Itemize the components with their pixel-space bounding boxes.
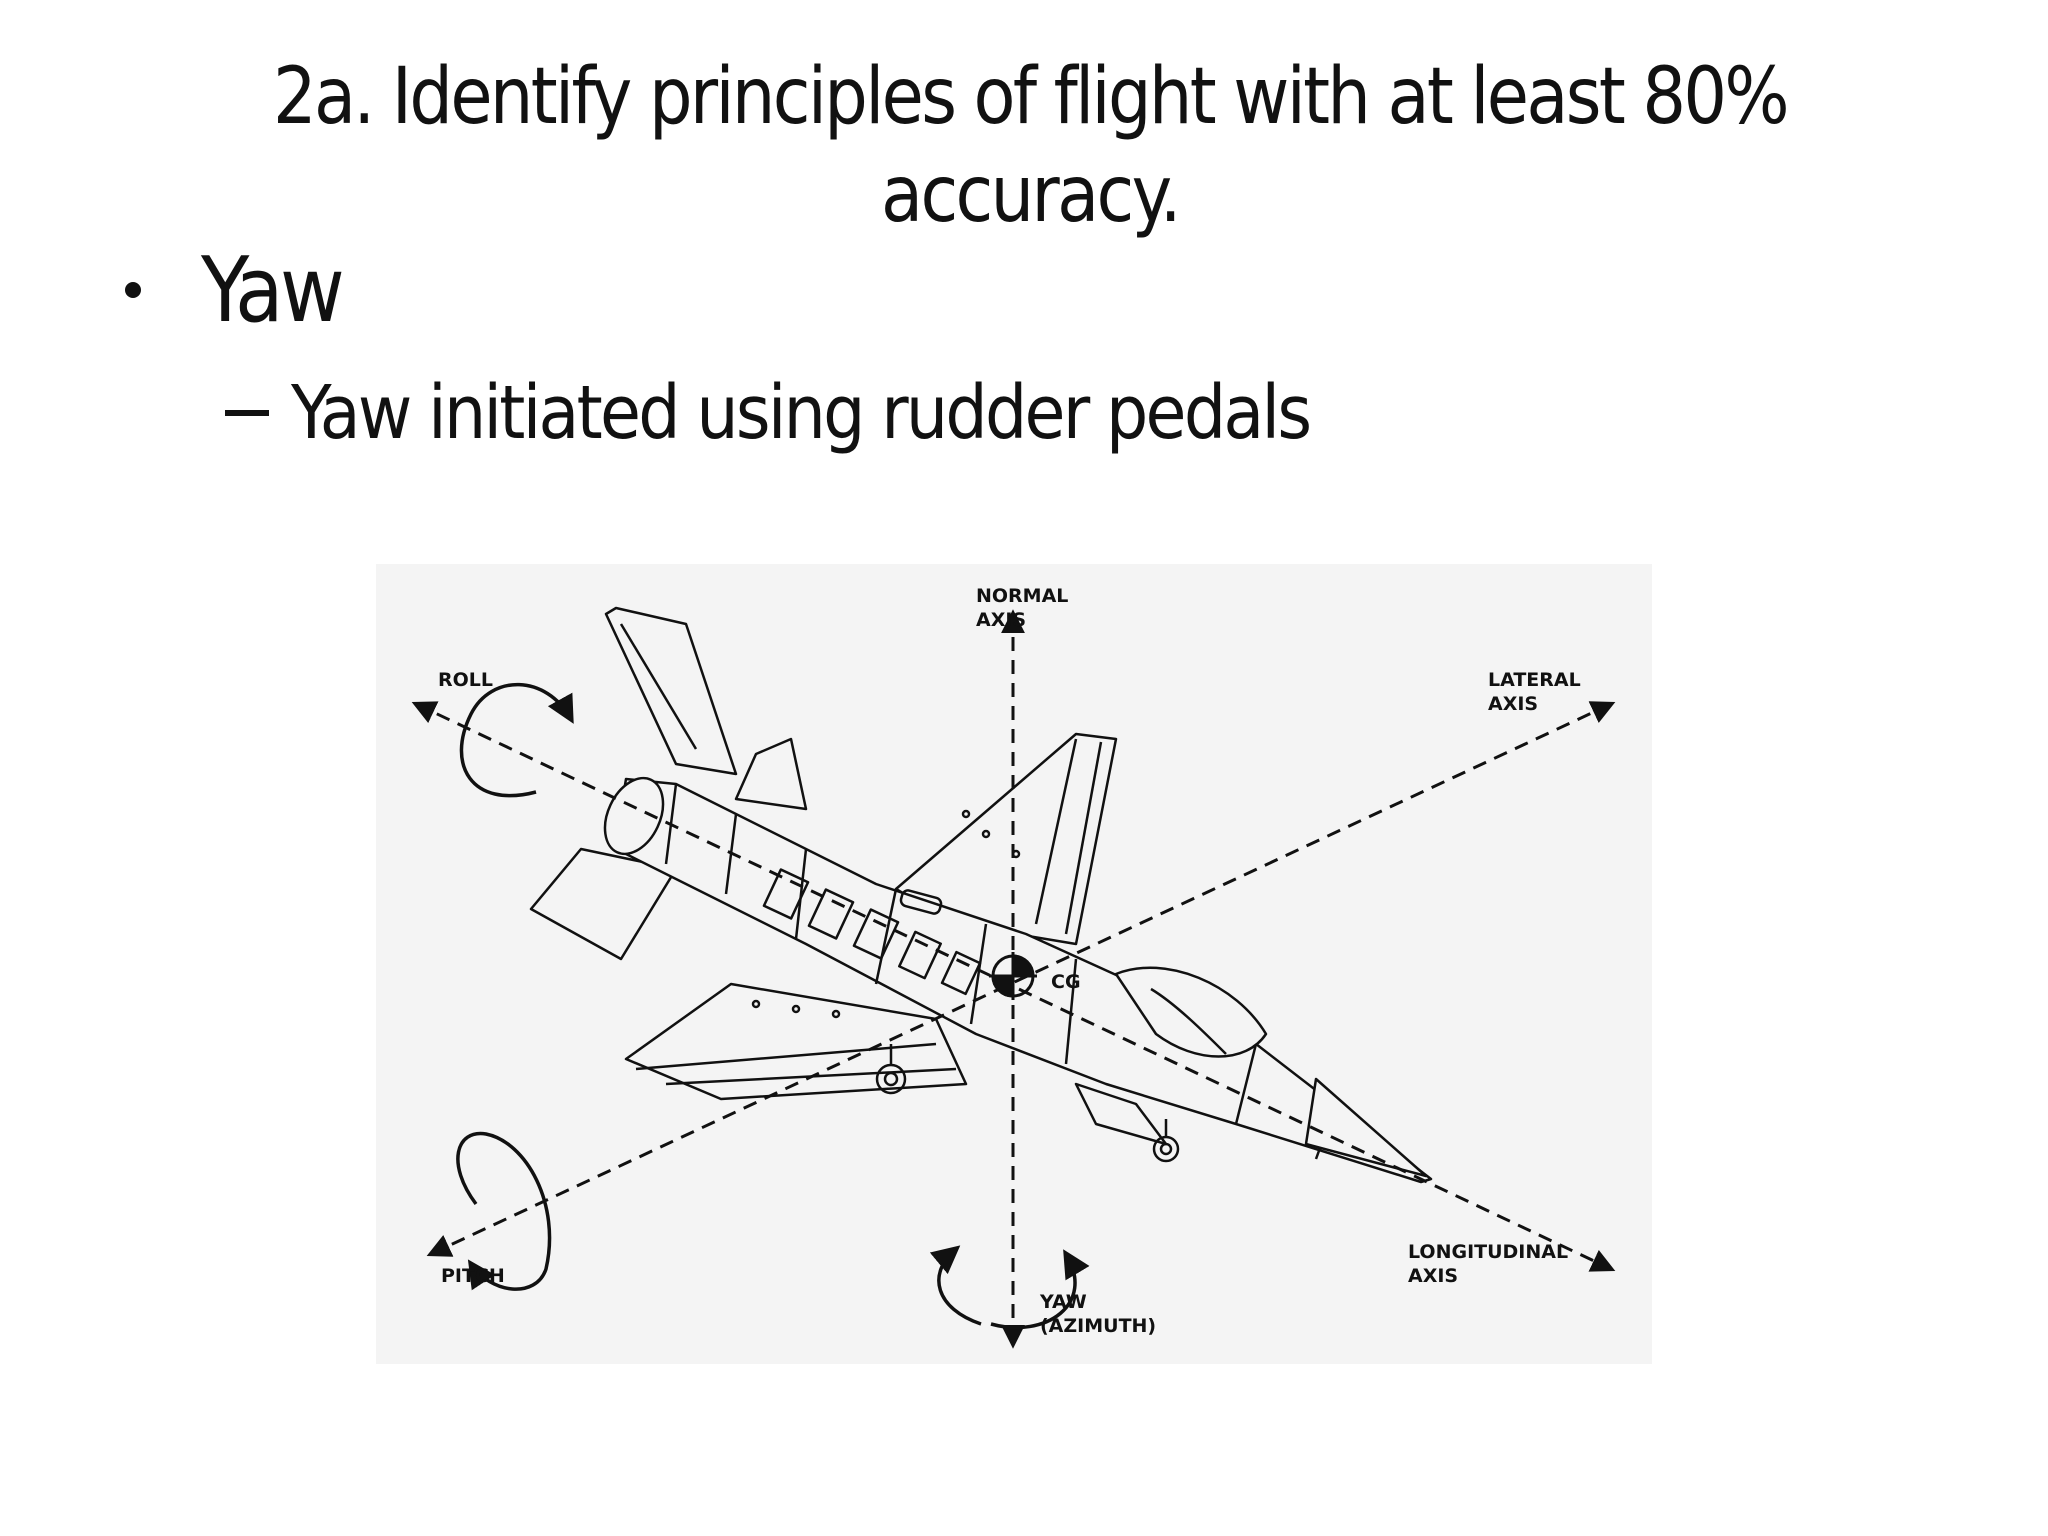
sub-bullet-text: Yaw initiated using rudder pedals — [291, 370, 1312, 456]
normal-axis-label-line2: AXIS — [976, 609, 1026, 631]
bullet-text: Yaw — [201, 237, 345, 343]
yaw-rotation-arrow-left-icon — [929, 1245, 982, 1326]
yaw-label-line2: (AZIMUTH) — [1040, 1315, 1156, 1337]
bullet-item: Yaw — [125, 237, 360, 343]
yaw-rotation-arrow-right-icon — [990, 1249, 1090, 1330]
bullet-dot-icon — [125, 282, 141, 298]
aircraft-icon — [529, 606, 1433, 1184]
lateral-axis-label: LATERAL — [1488, 669, 1581, 691]
longitudinal-axis-label-line2: AXIS — [1408, 1265, 1458, 1287]
axis-lines — [411, 609, 1616, 1349]
sub-bullet-item: Yaw initiated using rudder pedals — [225, 368, 1422, 458]
yaw-label: YAW — [1039, 1291, 1087, 1313]
roll-label: ROLL — [438, 669, 493, 691]
pitch-label: PITCH — [441, 1265, 505, 1287]
normal-axis-label: NORMAL — [976, 585, 1068, 607]
rotation-arrows — [456, 682, 1090, 1330]
cg-label: CG — [1051, 971, 1081, 993]
aircraft-axes-diagram: NORMAL AXIS ROLL LATERAL AXIS CG PITCH Y… — [376, 564, 1652, 1364]
cg-symbol-icon — [989, 952, 1037, 1000]
dash-icon — [225, 410, 269, 416]
longitudinal-axis-label: LONGITUDINAL — [1408, 1241, 1568, 1263]
diagram-canvas: NORMAL AXIS ROLL LATERAL AXIS CG PITCH Y… — [411, 585, 1616, 1349]
roll-rotation-arrow-icon — [459, 682, 574, 798]
pitch-rotation-arrow-icon — [456, 1131, 552, 1291]
slide-title: 2a. Identify principles of flight with a… — [272, 52, 1790, 240]
lateral-axis-label-line2: AXIS — [1488, 693, 1538, 715]
